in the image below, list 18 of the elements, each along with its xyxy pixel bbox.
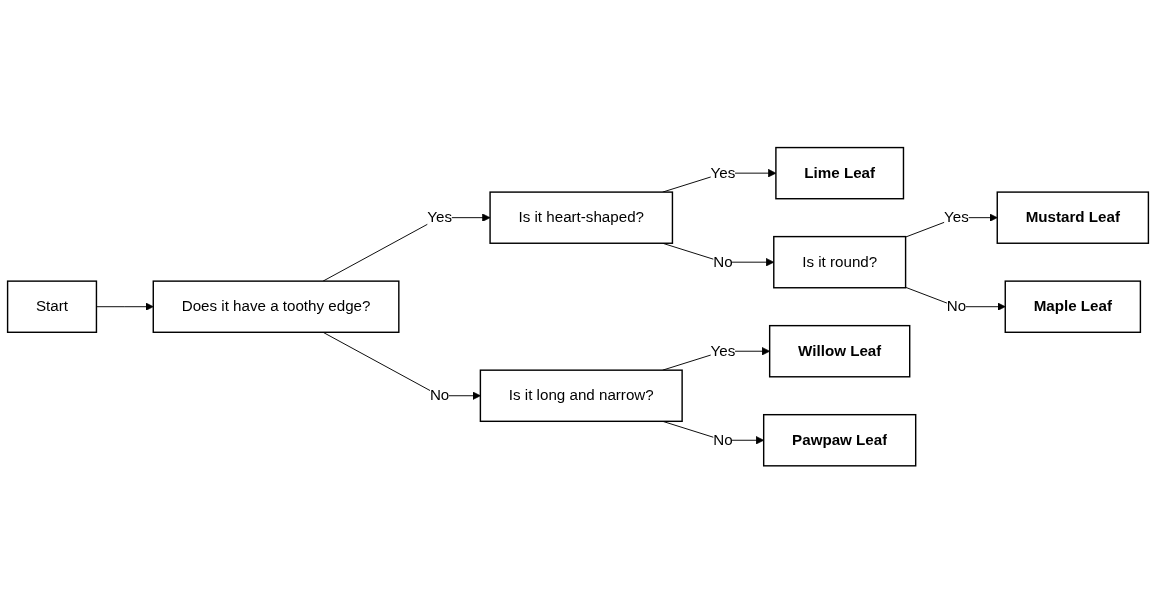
edge-label: No (946, 297, 967, 315)
node-box: Willow Leaf (768, 324, 911, 378)
node-box: Is it heart-shaped? (489, 191, 674, 244)
node-box: Pawpaw Leaf (762, 413, 917, 467)
edge-label: Yes (944, 208, 969, 226)
edge-label: No (713, 431, 733, 448)
edge-label: No (429, 387, 450, 404)
node-box: Does it have a toothy edge? (152, 280, 400, 333)
node-box: Start (6, 280, 98, 333)
node-box: Is it long and narrow? (479, 369, 683, 422)
node-box: Maple Leaf (1004, 280, 1142, 333)
edge-label: Yes (427, 208, 452, 226)
edge-label: Yes (710, 164, 736, 181)
node-box: Lime Leaf (775, 146, 905, 200)
edge-label: Yes (710, 342, 736, 359)
node-box: Is it round? (773, 235, 907, 289)
edge-label: No (713, 253, 733, 270)
node-box: Mustard Leaf (996, 191, 1150, 244)
